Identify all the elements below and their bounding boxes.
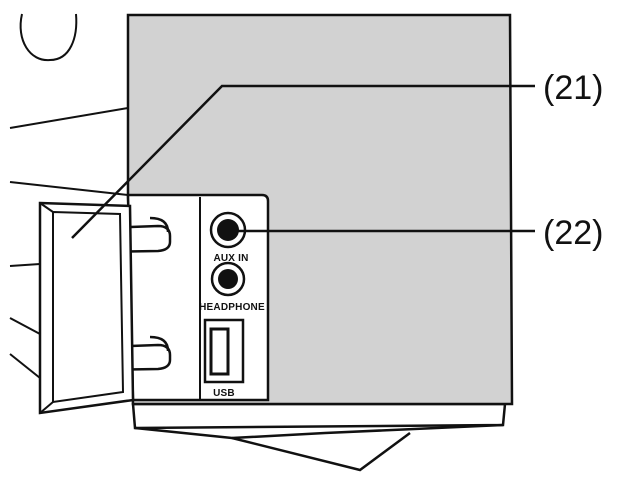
callout-leaders: [71, 84, 535, 239]
port-door: [38, 201, 135, 415]
headphone-label: HEADPHONE: [199, 302, 265, 313]
stand-base: [131, 402, 507, 472]
callout-22: (22): [543, 214, 603, 252]
headphone-jack: [210, 261, 246, 297]
leader-line-21: [71, 84, 535, 239]
usb-label: USB: [213, 388, 235, 399]
callout-21: (21): [543, 69, 603, 107]
aux-in-label: AUX IN: [213, 253, 248, 264]
background-lines: [9, 13, 129, 379]
usb-port: [203, 318, 245, 384]
